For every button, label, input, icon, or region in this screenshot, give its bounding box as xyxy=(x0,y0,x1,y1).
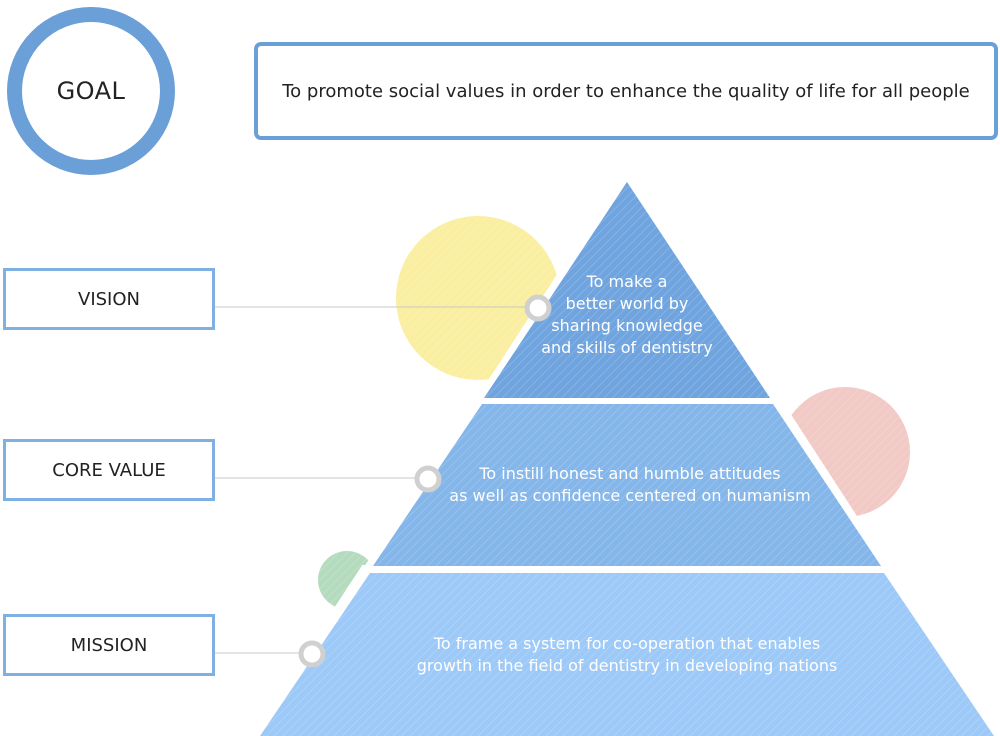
vision-text-line: better world by xyxy=(565,294,689,313)
mission-text-line: To frame a system for co-operation that … xyxy=(433,634,821,653)
core-value-label: CORE VALUE xyxy=(52,459,166,481)
mission-label: MISSION xyxy=(70,634,148,656)
goal-label: GOAL xyxy=(56,77,126,105)
core-value-text-line: To instill honest and humble attitudes xyxy=(479,464,781,483)
mission-node xyxy=(298,640,326,668)
vision-label: VISION xyxy=(78,288,140,310)
mission-label-box: MISSION xyxy=(3,614,215,676)
core-value-node xyxy=(414,465,442,493)
core-value-text-line: as well as confidence centered on humani… xyxy=(449,486,811,505)
vision-text-line: sharing knowledge xyxy=(551,316,703,335)
goal-statement-box: To promote social values in order to enh… xyxy=(254,42,998,140)
vision-text-line: and skills of dentistry xyxy=(541,338,713,357)
mission-text: To frame a system for co-operation that … xyxy=(392,633,862,677)
vision-text-line: To make a xyxy=(586,272,668,291)
vision-text: To make a better world by sharing knowle… xyxy=(527,271,727,359)
goal-statement: To promote social values in order to enh… xyxy=(282,80,970,102)
vision-node xyxy=(524,294,552,322)
core-value-label-box: CORE VALUE xyxy=(3,439,215,501)
core-value-text: To instill honest and humble attitudes a… xyxy=(430,463,830,507)
mission-text-line: growth in the field of dentistry in deve… xyxy=(416,656,838,675)
vision-label-box: VISION xyxy=(3,268,215,330)
goal-circle: GOAL xyxy=(7,7,175,175)
